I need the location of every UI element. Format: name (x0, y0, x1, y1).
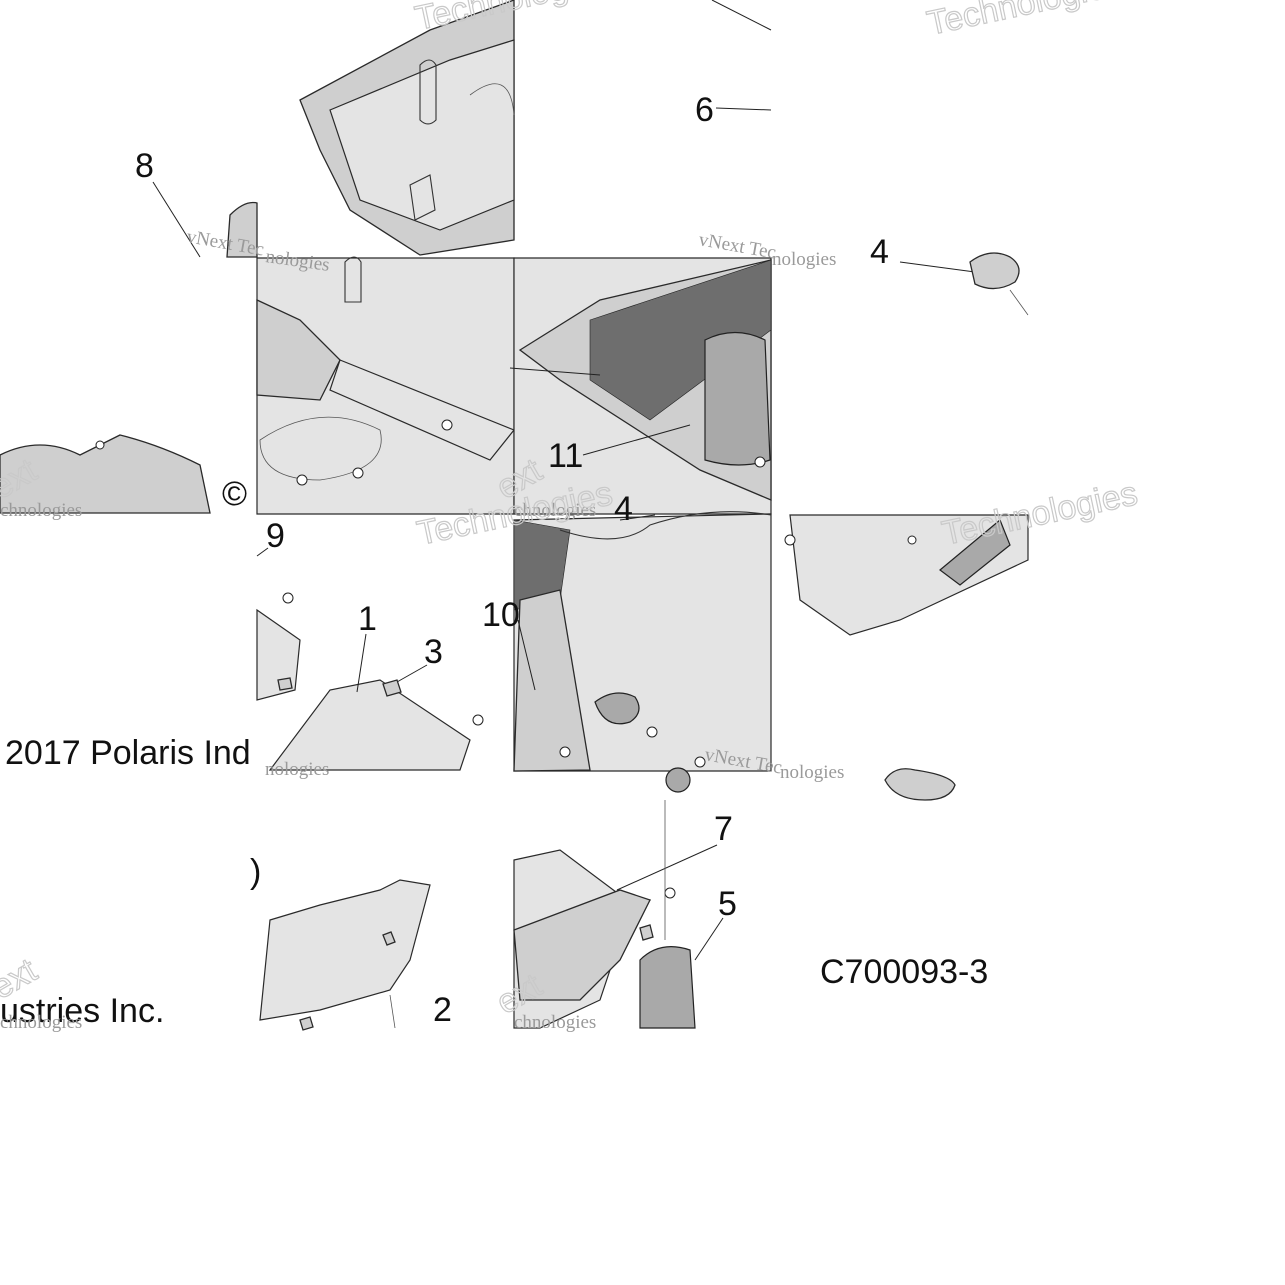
leader-1 (356, 633, 367, 693)
tile-r3c3 (513, 511, 772, 772)
copyright-symbol: © (222, 475, 247, 513)
copyright-line2: ustries Inc. (0, 992, 164, 1030)
leader-6 (715, 107, 772, 111)
callout-3: 3 (424, 633, 443, 671)
tile-r3c2 (256, 547, 484, 771)
tile-r1c2 (299, 0, 515, 256)
callout-4-top: 4 (870, 233, 889, 271)
callout-11: 11 (548, 437, 583, 475)
leader-9 (256, 547, 269, 557)
tile-r1c3 (711, 0, 772, 111)
grommet-icon (665, 767, 691, 793)
callout-6: 6 (695, 91, 714, 129)
watermark-nologies-1: nologies (772, 249, 836, 270)
tile-r2c1 (0, 434, 211, 514)
leader-8 (152, 181, 201, 258)
tile-r3c4 (784, 514, 1029, 636)
callout-10: 10 (482, 596, 520, 634)
callout-8: 8 (135, 147, 154, 185)
leader-10 (517, 619, 536, 691)
copyright-line1: 2017 Polaris Ind (5, 734, 251, 772)
stray-glyph: ) (250, 853, 261, 891)
callout-4: 4 (614, 490, 633, 528)
watermark-nologies-4: nologies (780, 762, 844, 783)
watermark-chnologies-1: chnologies (0, 500, 82, 521)
tile-r4c3 (513, 767, 724, 1029)
leader-11 (582, 424, 691, 456)
callout-2: 2 (433, 991, 452, 1029)
tile-r4c4 (884, 768, 956, 801)
tile-r2c2 (256, 256, 515, 515)
watermark-nologies-3: nologies (265, 759, 329, 780)
leader-4 (619, 514, 656, 521)
callout-7: 7 (714, 810, 733, 848)
watermark-chnologies-3: chnologies (0, 1012, 82, 1033)
callout-1: 1 (358, 600, 377, 638)
callout-5: 5 (718, 885, 737, 923)
tile-r1c1 (152, 181, 258, 258)
watermark-chnologies-2: chnologies (514, 500, 596, 521)
figure-code: C700093-3 (820, 953, 988, 991)
tile-r2c3 (509, 257, 772, 515)
leader-3 (396, 664, 428, 683)
callout-9: 9 (266, 517, 285, 555)
tile-r2c4 (899, 252, 1029, 316)
leader-7 (616, 844, 718, 891)
tile-r4c2 (259, 879, 431, 1031)
watermark-chnologies-4: chnologies (514, 1012, 596, 1033)
leader-5 (694, 917, 724, 961)
